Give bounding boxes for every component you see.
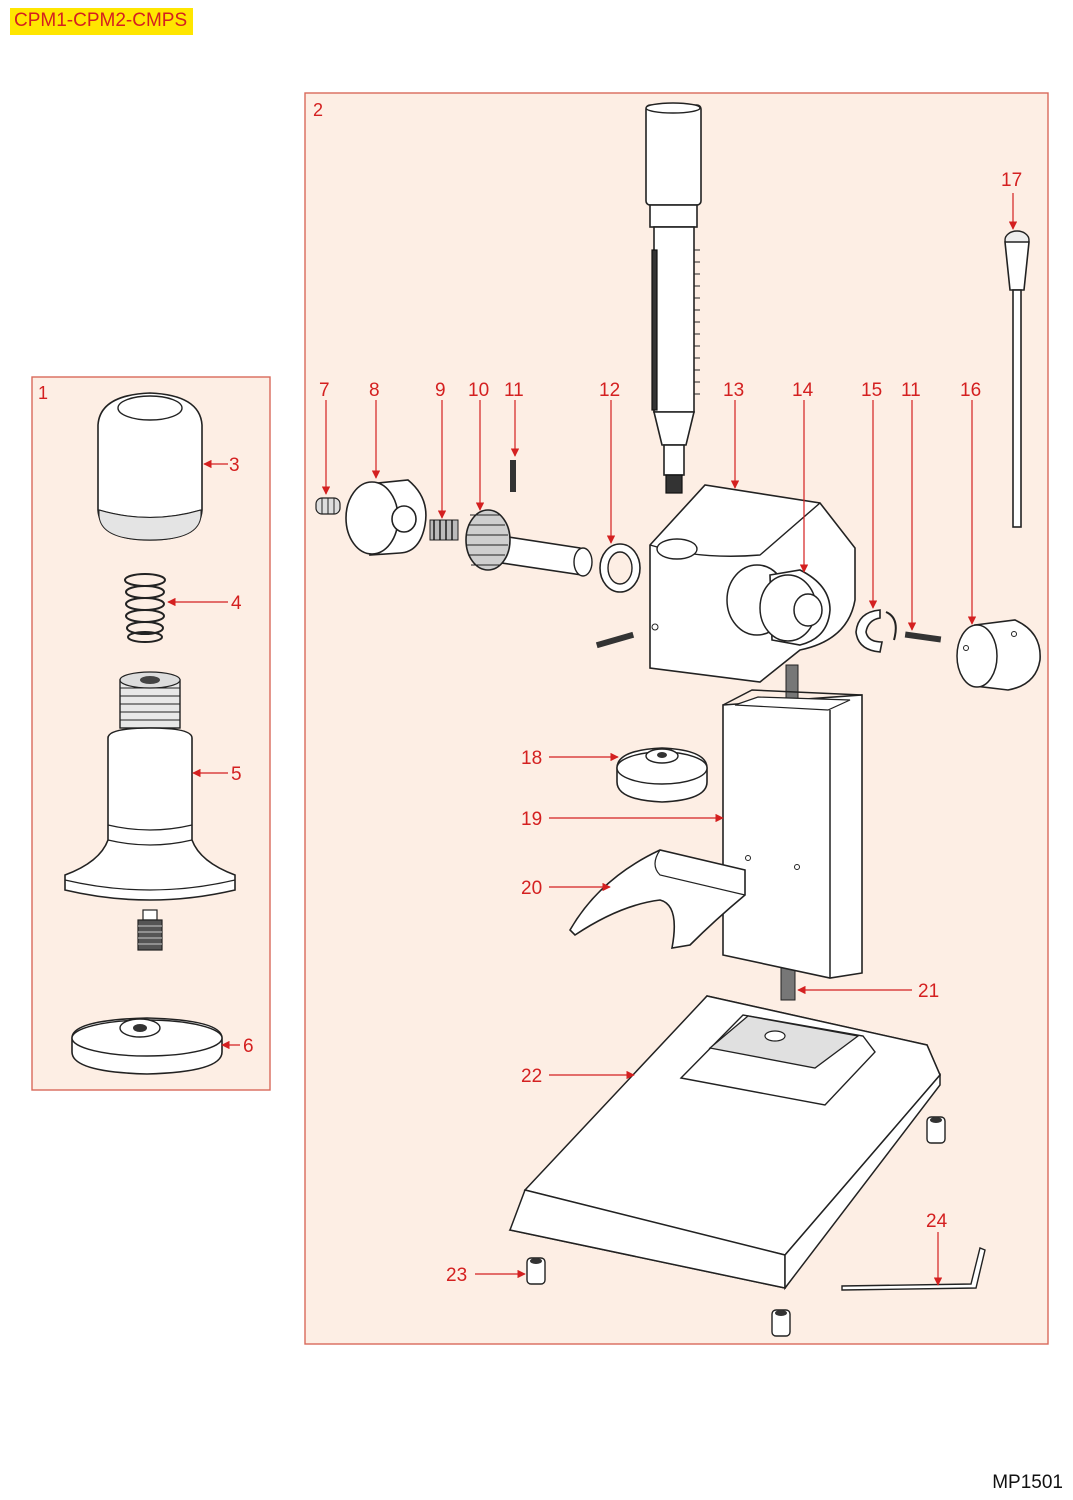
callout-5: 5 <box>231 764 242 785</box>
callout-24: 24 <box>926 1211 948 1232</box>
callout-11-top: 11 <box>504 380 524 401</box>
part-8-collar <box>345 479 427 556</box>
callout-20: 20 <box>521 878 542 899</box>
part-16-end-cap <box>956 619 1041 691</box>
part-14-bushing <box>726 564 831 646</box>
callout-9: 9 <box>435 380 446 401</box>
document-code-tag: CPM1-CPM2-CMPS <box>10 8 194 35</box>
part-rack-spindle <box>645 102 702 494</box>
part-22-base <box>508 995 941 1291</box>
callout-14: 14 <box>792 380 814 401</box>
part-11-pin-top <box>510 460 516 492</box>
callout-8: 8 <box>369 380 380 401</box>
part-20-fork <box>569 849 746 949</box>
part-23-foot-bottom <box>771 1309 791 1337</box>
panel-1-label: 1 <box>38 383 48 403</box>
part-7-grub-screw <box>315 497 341 515</box>
callout-4: 4 <box>231 593 242 614</box>
callout-23: 23 <box>446 1265 467 1286</box>
part-17-handle-lever <box>1004 230 1030 528</box>
part-15-circlip <box>855 609 897 653</box>
part-5-pedestal <box>64 671 236 951</box>
callout-17: 17 <box>1001 170 1022 191</box>
callout-6: 6 <box>243 1036 254 1057</box>
callout-16: 16 <box>960 380 981 401</box>
callout-12: 12 <box>599 380 620 401</box>
callout-21: 21 <box>918 981 939 1002</box>
part-24-allen-key <box>841 1247 986 1291</box>
part-23-foot-left <box>526 1257 546 1285</box>
part-23-foot-right <box>926 1116 946 1144</box>
callout-22: 22 <box>521 1066 542 1087</box>
part-3-knob-cap <box>97 392 203 541</box>
part-4-spring <box>124 573 166 643</box>
part-12-washer <box>599 543 641 593</box>
document-footer-code: MP1501 <box>992 1472 1063 1493</box>
part-18-spacer-disc <box>616 747 708 803</box>
callout-15: 15 <box>861 380 882 401</box>
callout-7: 7 <box>319 380 330 401</box>
part-11-pin-right <box>904 631 942 643</box>
part-pin-housing-left <box>595 631 635 649</box>
part-6-base-disc <box>71 1017 223 1075</box>
callout-3: 3 <box>229 455 240 476</box>
callout-10: 10 <box>468 380 489 401</box>
callout-11-right: 11 <box>901 380 921 401</box>
callout-13: 13 <box>723 380 744 401</box>
part-19-column <box>722 689 863 979</box>
callout-19: 19 <box>521 809 542 830</box>
part-9-small-spring <box>429 519 459 541</box>
panel-2-label: 2 <box>313 100 323 120</box>
callout-18: 18 <box>521 748 542 769</box>
part-10-pinion-shaft <box>465 509 593 577</box>
